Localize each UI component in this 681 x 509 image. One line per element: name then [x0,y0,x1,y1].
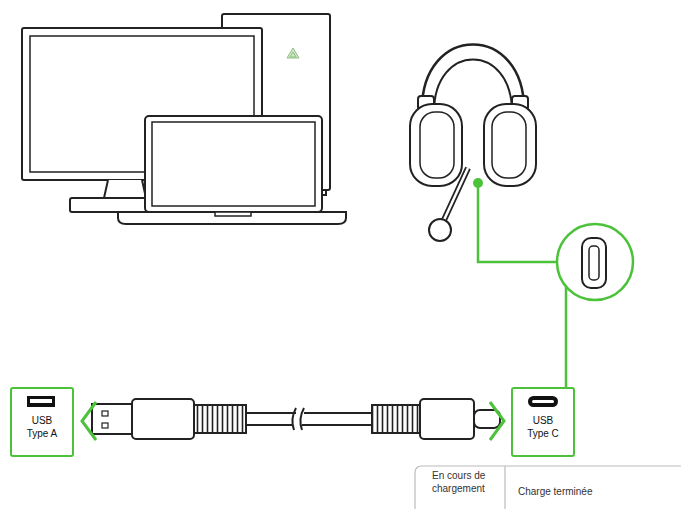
cable-line [246,412,296,414]
table-border [415,466,681,509]
plug-body [132,399,194,439]
usb-a-icon [27,396,55,407]
headband [422,45,524,113]
cushion [492,112,526,178]
earcup [484,104,536,186]
status-table [415,466,681,509]
usb-a-icon-slot [30,399,52,403]
cable-line [304,412,372,414]
table-cell: En cours de chargement [432,470,498,495]
usb-c-port [582,238,606,288]
usb-c-icon-slot [532,400,554,403]
table-divider [504,466,505,509]
port-label: USB Type C [525,415,561,440]
port-box: USB Type C [511,387,575,457]
laptop-lid [145,116,322,212]
headset [410,45,536,242]
table-cell: Charge terminée [518,486,678,499]
mic-boom-inner [444,168,468,220]
plug-body [420,399,474,439]
chevron [490,402,504,440]
leader-line [478,183,557,262]
laptop-notch [215,212,251,216]
monitor-neck [104,180,146,198]
leader-line [565,286,568,387]
plug-hole [102,423,108,428]
mic-boom [444,168,468,220]
computers [22,14,346,224]
port-slot [589,246,599,280]
cushion [420,112,454,178]
port-box: USB Type A [10,387,74,457]
mic-head [429,219,451,241]
plug-hole [102,411,108,416]
logo [287,48,299,58]
strain-relief [194,405,246,433]
port-callout [473,178,633,387]
laptop-screen [152,122,315,206]
cable-break [292,408,304,430]
cable-line [302,424,372,426]
laptop-base [118,212,346,224]
usb-c-icon [528,396,558,407]
cable [92,399,500,439]
cable-line [246,424,292,426]
port-dot [473,178,483,188]
chevron [82,402,96,440]
strain-relief [372,405,420,433]
zoom-circle [557,224,633,300]
port-label: USB Type A [24,415,60,440]
earcup [410,104,462,186]
port-icons [27,396,558,407]
usb-a-plug [92,404,132,434]
